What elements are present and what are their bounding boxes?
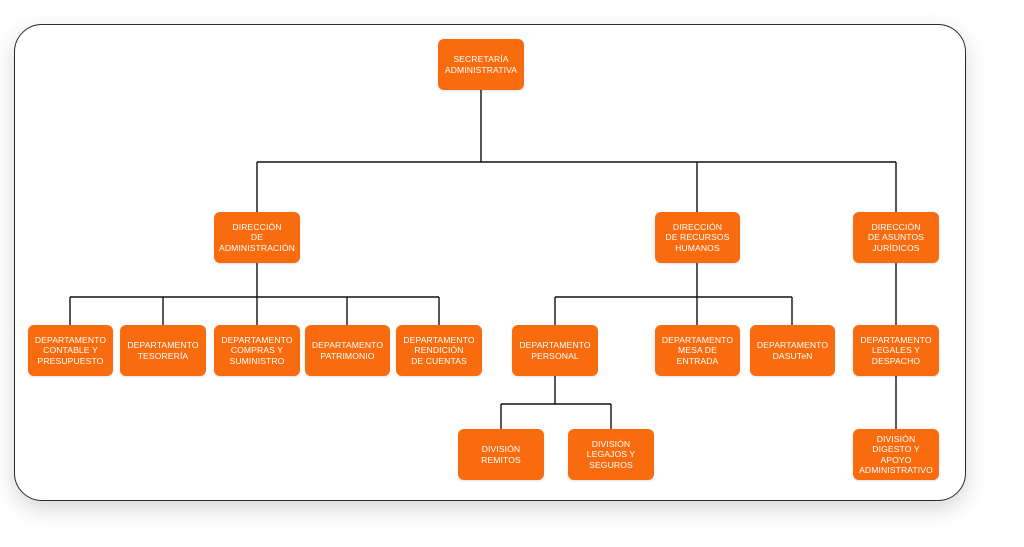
- node-departamento-contable: DEPARTAMENTO CONTABLE Y PRESUPUESTO: [28, 325, 113, 376]
- node-departamento-compras: DEPARTAMENTO COMPRAS Y SUMINISTRO: [214, 325, 300, 376]
- diagram-frame: [14, 24, 966, 501]
- node-direccion-asuntos-juridicos: DIRECCIÓN DE ASUNTOS JURÍDICOS: [853, 212, 939, 263]
- node-departamento-rendicion: DEPARTAMENTO RENDICIÓN DE CUENTAS: [396, 325, 482, 376]
- node-division-digesto: DIVISIÓN DIGESTO Y APOYO ADMINISTRATIVO: [853, 429, 939, 480]
- node-departamento-personal: DEPARTAMENTO PERSONAL: [512, 325, 598, 376]
- node-direccion-recursos-humanos: DIRECCIÓN DE RECURSOS HUMANOS: [655, 212, 740, 263]
- node-departamento-patrimonio: DEPARTAMENTO PATRIMONIO: [305, 325, 390, 376]
- node-departamento-legales: DEPARTAMENTO LEGALES Y DESPACHO: [853, 325, 939, 376]
- node-division-legajos: DIVISIÓN LEGAJOS Y SEGUROS: [568, 429, 654, 480]
- node-departamento-tesoreria: DEPARTAMENTO TESORERÍA: [120, 325, 206, 376]
- node-secretaria-administrativa: SECRETARÍA ADMINISTRATIVA: [438, 39, 524, 90]
- node-departamento-dasuten: DEPARTAMENTO DASUTeN: [750, 325, 835, 376]
- node-division-remitos: DIVISIÓN REMITOS: [458, 429, 544, 480]
- node-direccion-administracion: DIRECCIÓN DE ADMINISTRACIÓN: [214, 212, 300, 263]
- node-departamento-mesa-entrada: DEPARTAMENTO MESA DE ENTRADA: [655, 325, 740, 376]
